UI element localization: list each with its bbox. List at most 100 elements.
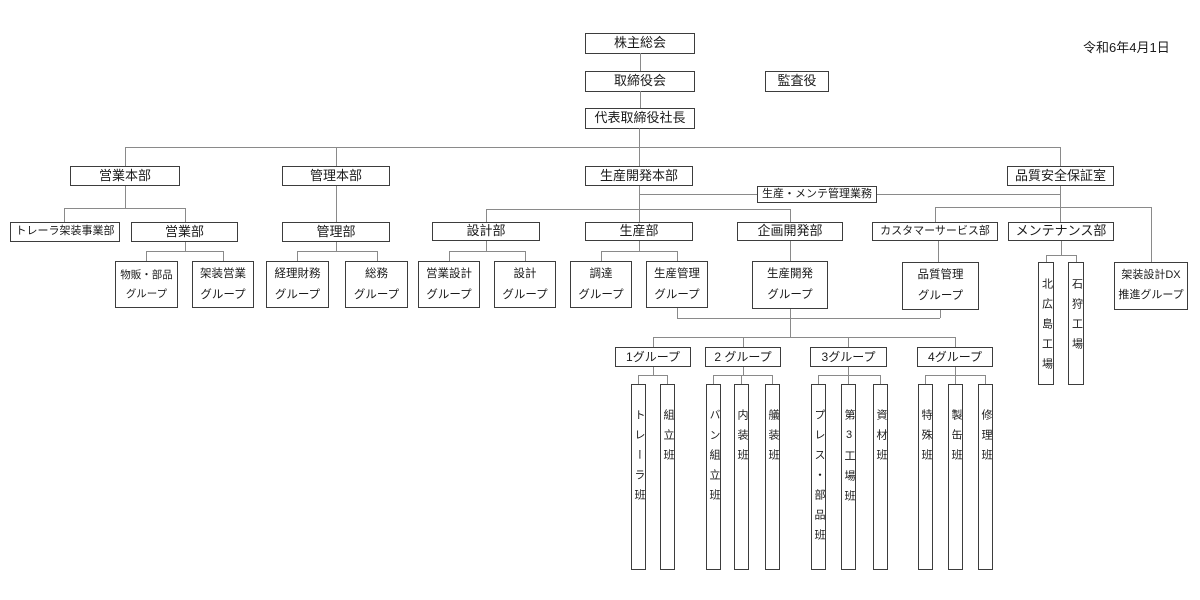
connector-line	[925, 375, 926, 384]
connector-line	[185, 208, 186, 222]
box-team-assembly: 組立班	[660, 384, 675, 570]
box-team-interior: 内装班	[734, 384, 749, 570]
connector-line	[297, 251, 377, 252]
box-prod-maint-mgmt: 生産・メンテ管理業務	[757, 186, 877, 203]
connector-line	[677, 308, 678, 318]
connector-line	[1061, 241, 1062, 255]
connector-line	[486, 209, 790, 210]
connector-line	[64, 208, 65, 222]
team-can-making-label: 製缶班	[950, 409, 962, 469]
box-group-3: 3グループ	[810, 347, 887, 367]
box-group-4: 4グループ	[917, 347, 993, 367]
connector-line	[955, 337, 956, 347]
box-procurement-group: 調達 グループ	[570, 261, 632, 308]
connector-line	[336, 186, 337, 222]
connector-line	[743, 367, 744, 375]
effective-date: 令和6年4月1日	[1083, 40, 1170, 55]
box-merch-parts-group: 物販・部品 グループ	[115, 261, 178, 308]
connector-line	[297, 251, 298, 261]
connector-line	[1046, 255, 1076, 256]
connector-line	[935, 207, 936, 222]
team-trailer-label: トレーラ班	[633, 409, 645, 509]
connector-line	[336, 147, 337, 166]
connector-line	[1046, 255, 1047, 262]
connector-line	[449, 251, 525, 252]
box-customer-service-dept: カスタマーサービス部	[872, 222, 998, 241]
connector-line	[377, 251, 378, 261]
box-body-design-dx-group: 架装設計DX 推進グループ	[1114, 262, 1188, 310]
team-interior-label: 内装班	[736, 409, 748, 469]
connector-line	[940, 310, 941, 318]
box-finance-group: 経理財務 グループ	[266, 261, 329, 308]
connector-line	[741, 375, 742, 384]
connector-line	[935, 207, 1151, 208]
connector-line	[790, 309, 791, 337]
connector-line	[146, 251, 223, 252]
connector-line	[818, 375, 881, 376]
connector-line	[925, 375, 986, 376]
connector-line	[938, 241, 939, 262]
team-van-assembly-label: バン組立班	[708, 409, 720, 509]
box-quality-safety-office: 品質安全保証室	[1007, 166, 1114, 186]
kitahiroshima-plant-label: 北広島工場	[1040, 278, 1053, 378]
connector-line	[790, 209, 791, 222]
connector-line	[640, 53, 641, 71]
box-planning-dev-dept: 企画開発部	[737, 222, 843, 241]
box-sales-hq: 営業本部	[70, 166, 180, 186]
connector-line	[743, 337, 744, 347]
connector-line	[601, 251, 677, 252]
connector-line	[1076, 255, 1077, 262]
connector-line	[1060, 186, 1061, 222]
connector-line	[125, 186, 126, 208]
box-kitahiroshima-plant: 北広島工場	[1038, 262, 1054, 385]
box-admin-hq: 管理本部	[282, 166, 390, 186]
connector-line	[64, 208, 185, 209]
team-outfitting-label: 艤装班	[767, 409, 779, 469]
connector-line	[486, 241, 487, 251]
box-production-dept: 生産部	[585, 222, 693, 241]
box-production-control-group: 生産管理 グループ	[646, 261, 708, 308]
connector-line	[640, 91, 641, 108]
connector-line	[125, 147, 126, 166]
box-team-can-making: 製缶班	[948, 384, 963, 570]
box-body-sales-group: 架装営業 グループ	[192, 261, 254, 308]
box-team-outfitting: 艤装班	[765, 384, 780, 570]
box-maintenance-dept: メンテナンス部	[1008, 222, 1114, 241]
box-team-materials: 資材班	[873, 384, 888, 570]
box-group-1: 1グループ	[615, 347, 691, 367]
box-trailer-body-biz-dept: トレーラ架装事業部	[10, 222, 120, 242]
connector-line	[880, 375, 881, 384]
connector-line	[639, 241, 640, 251]
connector-line	[653, 367, 654, 375]
connector-line	[449, 251, 450, 261]
box-team-press-parts: プレス・部品班	[811, 384, 826, 570]
box-admin-dept: 管理部	[282, 222, 390, 242]
connector-line	[223, 251, 224, 261]
connector-line	[713, 375, 714, 384]
box-sales-design-group: 営業設計 グループ	[418, 261, 480, 308]
box-design-group: 設計 グループ	[494, 261, 556, 308]
box-production-dev-hq: 生産開発本部	[585, 166, 693, 186]
box-team-no3-factory: 第3工場班	[841, 384, 856, 570]
box-quality-control-group: 品質管理 グループ	[902, 262, 979, 310]
connector-line	[653, 337, 654, 347]
connector-line	[667, 375, 668, 384]
box-president: 代表取締役社長	[585, 108, 695, 129]
team-assembly-label: 組立班	[662, 409, 674, 469]
connector-line	[639, 194, 757, 195]
box-group-2: 2 グループ	[705, 347, 781, 367]
connector-line	[985, 375, 986, 384]
connector-line	[1151, 207, 1152, 262]
box-design-dept: 設計部	[432, 222, 540, 241]
connector-line	[677, 251, 678, 261]
box-production-dev-group: 生産開発 グループ	[752, 261, 828, 309]
box-general-affairs-group: 総務 グループ	[345, 261, 408, 308]
box-board-of-directors: 取締役会	[585, 71, 695, 92]
team-press-parts-label: プレス・部品班	[813, 409, 825, 549]
box-ishikari-plant: 石狩工場	[1068, 262, 1084, 385]
connector-line	[790, 241, 791, 261]
connector-line	[677, 318, 940, 319]
connector-line	[713, 375, 773, 376]
connector-line	[639, 186, 640, 222]
connector-line	[486, 209, 487, 222]
